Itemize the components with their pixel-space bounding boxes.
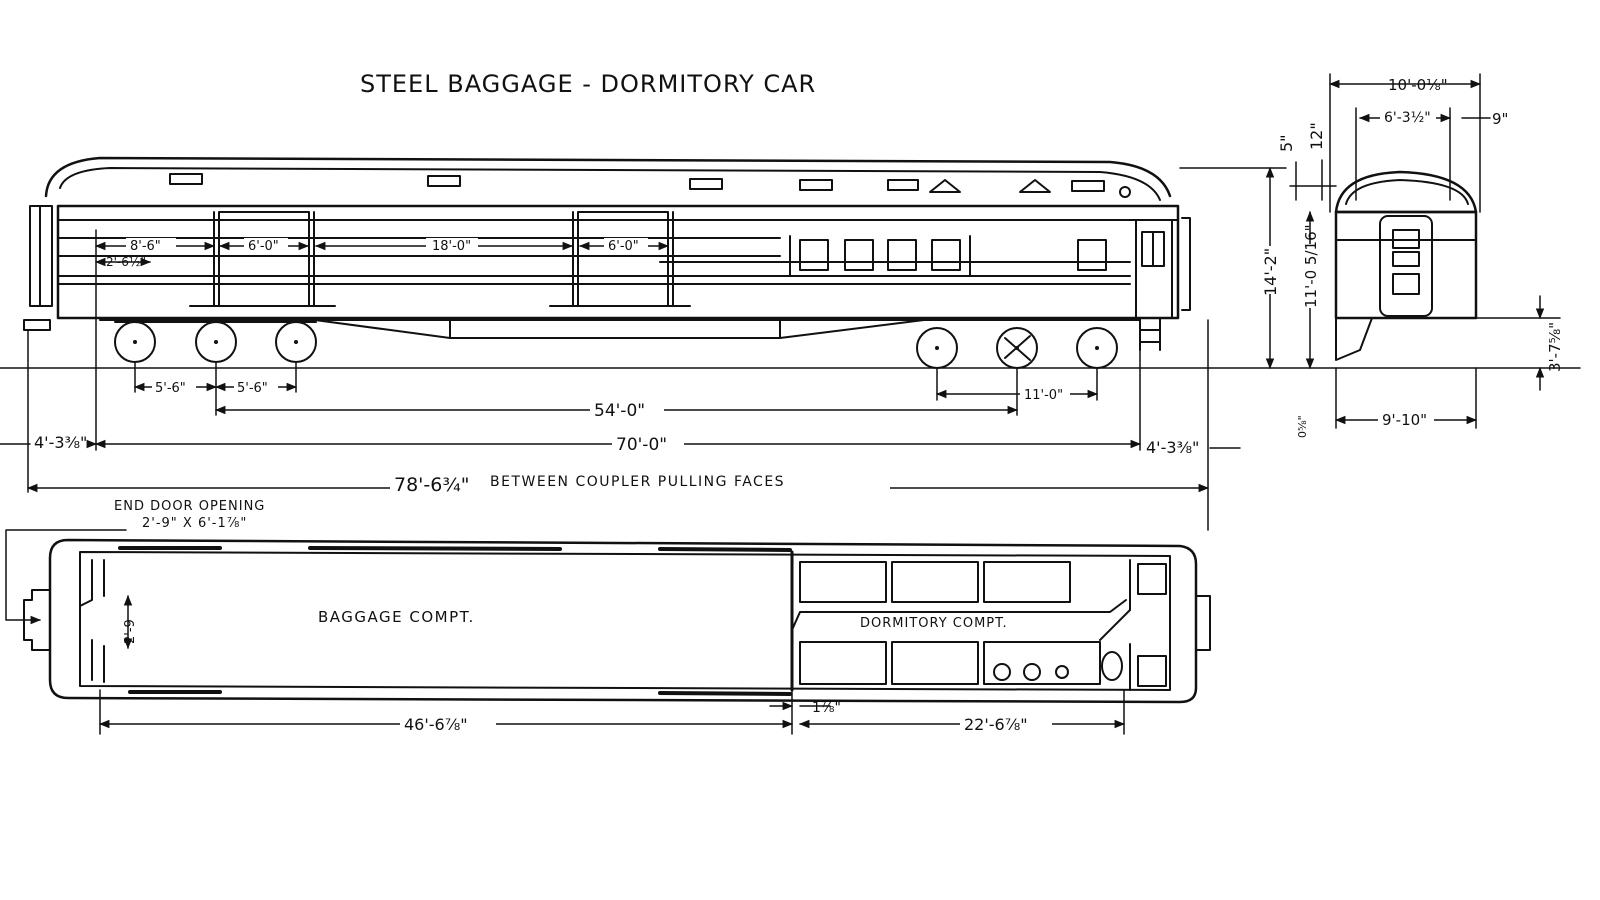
dim-overall-height: 14'-2" <box>1261 248 1280 296</box>
roof-vent <box>887 179 919 191</box>
dim-rear-truck: 11'-0" <box>1024 388 1063 403</box>
dormitory-window <box>887 239 917 271</box>
dim-overhang-right: 4'-3⅜" <box>1146 438 1199 457</box>
roof-vent <box>799 179 833 191</box>
berth <box>983 561 1071 603</box>
front-truck <box>114 321 317 363</box>
dim-overhang-left: 4'-3⅜" <box>34 433 87 452</box>
rear-truck <box>916 327 1118 369</box>
dim-floor-height: 3'-7⅝" <box>1546 322 1564 372</box>
dormitory-compartment-label: DORMITORY COMPT. <box>860 616 1008 631</box>
berth <box>799 641 887 685</box>
dormitory-window <box>931 239 961 271</box>
dim-door-1: 6'-0" <box>248 239 279 254</box>
dim-overall-body: 70'-0" <box>616 435 667 455</box>
side-dimensions: 8'-6" 2'-6½" 6'-0" 18'-0" 6'-0" 5'-6" 5'… <box>0 229 1241 531</box>
baggage-door <box>218 211 310 307</box>
end-door <box>1379 215 1433 317</box>
plan-dimensions: END DOOR OPENING 2'-9" X 6'-1⅞" 2'-9 46'… <box>5 499 1126 735</box>
dim-wheel-2: 5'-6" <box>237 381 268 396</box>
dormitory-window <box>844 239 874 271</box>
dormitory-window <box>1077 239 1107 271</box>
side-elevation <box>0 156 1581 369</box>
end-roof <box>1334 170 1478 214</box>
dim-partition: 1⅞" <box>812 700 841 716</box>
plan-outline <box>48 538 1198 704</box>
end-elevation <box>1334 170 1478 361</box>
car-body <box>56 204 1180 320</box>
roof-vent <box>1071 180 1105 192</box>
dim-baggage-length: 46'-6⅞" <box>404 715 468 734</box>
truss-rod <box>299 317 941 339</box>
dim-wheel-1: 5'-6" <box>155 381 186 396</box>
dim-panel-1: 8'-6" <box>130 239 161 254</box>
end-step <box>1335 317 1373 361</box>
baggage-compartment-label: BAGGAGE COMPT. <box>318 608 475 626</box>
dim-panel-3: 18'-0" <box>432 239 471 254</box>
vestibule-door <box>1135 219 1173 319</box>
berth <box>891 641 979 685</box>
dim-roof-width: 6'-3½" <box>1384 110 1431 126</box>
dim-body-height: 11'-0 5/16" <box>1302 224 1320 308</box>
dim-coupler-length: 78'-6¾" <box>394 474 470 496</box>
end-dimensions: 10'-0⅛" 6'-3½" 9" 5" 12" 14'-2" 11'-0 5/… <box>1179 73 1564 438</box>
dim-door-2: 6'-0" <box>608 239 639 254</box>
plan-view: BAGGAGE COMPT. DORMITORY COMPT. <box>23 538 1211 704</box>
end-door-label: END DOOR OPENING <box>114 499 265 514</box>
baggage-door <box>577 211 669 307</box>
car-roof <box>44 156 1172 198</box>
dormitory-window <box>799 239 829 271</box>
dim-roof-rise-2: 12" <box>1307 122 1326 150</box>
dim-overall-width: 10'-0⅛" <box>1388 76 1448 94</box>
dim-truck-width: 9'-10" <box>1382 411 1427 429</box>
dim-end-door-width: 2'-9 <box>123 619 138 644</box>
dim-truck-centers: 54'-0" <box>594 401 645 421</box>
dim-coupler-label: BETWEEN COUPLER PULLING FACES <box>490 474 785 490</box>
roof-vent <box>427 175 461 187</box>
end-door-size: 2'-9" X 6'-1⅞" <box>142 516 247 531</box>
dim-eave: 9" <box>1492 110 1508 128</box>
berth <box>891 561 979 603</box>
drawing-title: STEEL BAGGAGE - DORMITORY CAR <box>360 70 816 98</box>
dim-panel-2: 2'-6½" <box>106 255 146 269</box>
roof-vent <box>169 173 203 185</box>
dim-roof-rise-1: 5" <box>1277 134 1296 152</box>
roof-vent <box>689 178 723 190</box>
dim-side-offset: 0⅝" <box>1296 415 1309 438</box>
dim-dormitory-length: 22'-6⅞" <box>964 715 1028 734</box>
berth <box>799 561 887 603</box>
